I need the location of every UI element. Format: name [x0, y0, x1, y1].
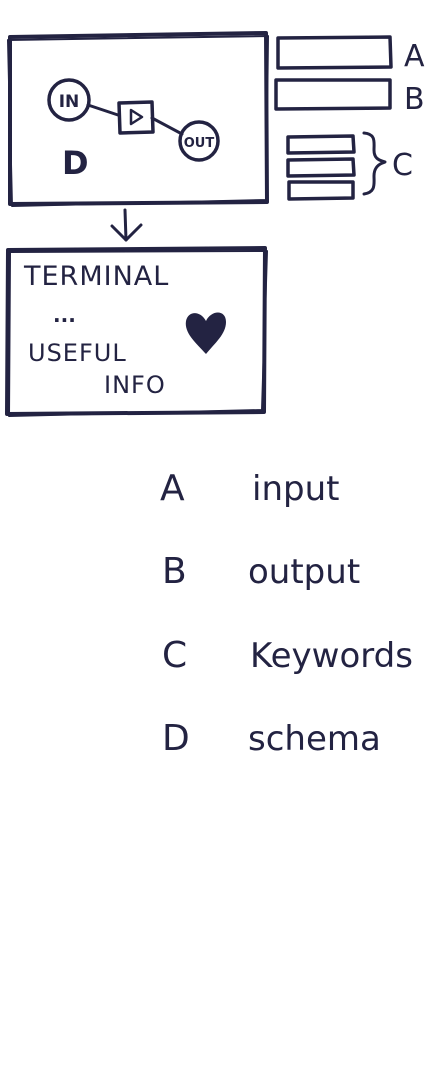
- in-node: IN: [47, 78, 91, 122]
- output-field-sketch: [274, 78, 392, 111]
- legend-key: B: [162, 551, 187, 592]
- keyword-field-3: [287, 180, 355, 201]
- legend-text: output: [248, 552, 360, 592]
- legend-text: schema: [248, 719, 381, 759]
- keyword-field-1: [286, 134, 356, 155]
- process-node: [117, 100, 155, 135]
- arrow-down-shaft: [123, 208, 128, 242]
- keyword-field-2: [286, 157, 356, 178]
- out-node-label: OUT: [184, 136, 215, 151]
- legend-key: D: [162, 718, 190, 759]
- terminal-title: TERMINAL: [23, 261, 169, 292]
- callout-b: B: [274, 78, 425, 117]
- terminal-panel: TERMINAL ... USEFUL INFO: [5, 246, 268, 417]
- schema-panel-border-sketch: [7, 35, 269, 207]
- legend-item-d: D schema: [162, 718, 381, 759]
- in-node-label: IN: [59, 92, 80, 112]
- legend-item-a: A input: [160, 468, 339, 509]
- play-icon: [129, 108, 144, 126]
- schema-panel-letter: D: [62, 144, 89, 182]
- out-node-circle: [178, 120, 220, 162]
- terminal-panel-border-sketch: [8, 250, 268, 417]
- callout-b-letter: B: [404, 82, 425, 117]
- legend-item-c: C Keywords: [162, 635, 413, 676]
- schema-panel: IN OUT D: [7, 31, 269, 207]
- heart-icon: [185, 312, 226, 354]
- callout-a: A: [276, 35, 425, 74]
- callout-c: C: [286, 131, 413, 201]
- callout-a-letter: A: [404, 39, 425, 74]
- legend-text: input: [252, 469, 339, 509]
- out-node: OUT: [178, 120, 220, 162]
- in-node-circle: [47, 78, 91, 122]
- terminal-line-2: INFO: [104, 371, 166, 399]
- callout-c-letter: C: [392, 148, 413, 183]
- arrow-down-icon: [110, 208, 143, 242]
- curly-brace-icon: [362, 131, 387, 196]
- legend: A input B output C Keywords D schema: [160, 468, 413, 759]
- legend-key: C: [162, 635, 187, 676]
- arrow-down-head: [110, 223, 143, 242]
- terminal-line-1: USEFUL: [28, 339, 127, 367]
- terminal-panel-border: [5, 246, 267, 416]
- input-field-sketch: [276, 35, 393, 70]
- in-to-process-link: [86, 103, 120, 117]
- legend-key: A: [160, 468, 185, 509]
- legend-item-b: B output: [162, 551, 360, 592]
- process-to-out-link: [150, 116, 184, 136]
- legend-text: Keywords: [250, 636, 413, 676]
- terminal-ellipsis: ...: [53, 303, 76, 327]
- process-node-box: [117, 100, 155, 135]
